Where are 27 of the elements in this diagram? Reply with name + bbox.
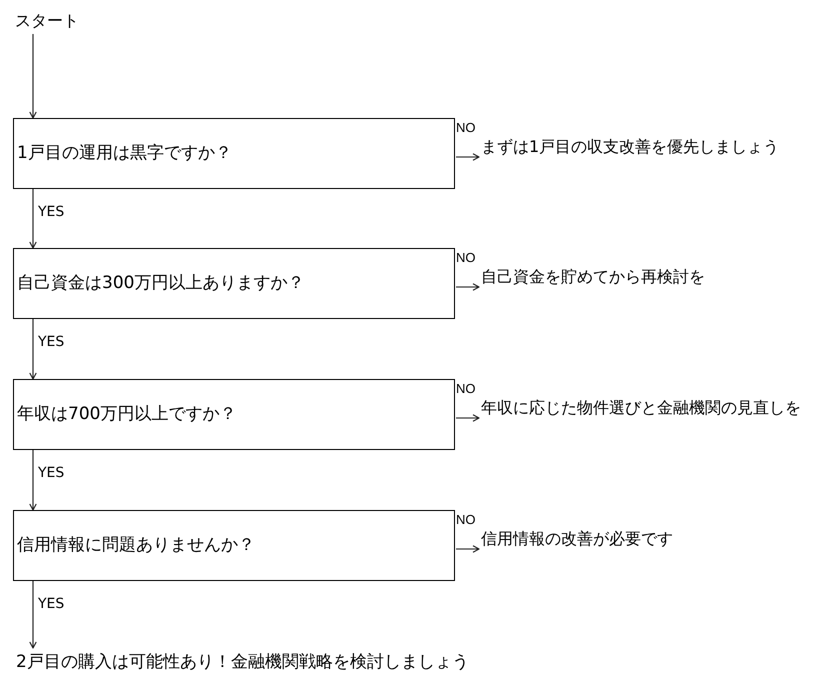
arrow — [29, 581, 37, 649]
arrow — [456, 545, 480, 553]
result-text: 信用情報の改善が必要です — [479, 522, 815, 556]
edge-label: YES — [38, 205, 64, 219]
arrow — [29, 34, 37, 119]
edge-label: NO — [456, 251, 476, 264]
edge-label: NO — [456, 382, 476, 395]
arrow — [29, 450, 37, 511]
question-box: 信用情報に問題ありませんか？ — [13, 510, 455, 581]
result-text: まずは1戸目の収支改善を優先しましょう — [479, 130, 815, 164]
result-text: 年収に応じた物件選びと金融機関の見直しを — [479, 391, 815, 425]
start-label: スタート — [13, 8, 123, 34]
edge-label: YES — [38, 335, 64, 349]
arrow — [456, 153, 480, 161]
arrow — [456, 283, 480, 291]
arrow — [456, 414, 480, 422]
conclusion-text: 2戸目の購入は可能性あり！金融機関戦略を検討しましょう — [13, 648, 573, 678]
edge-label: NO — [456, 513, 476, 526]
question-box: 1戸目の運用は黒字ですか？ — [13, 118, 455, 189]
edge-label: YES — [38, 466, 64, 480]
question-box: 年収は700万円以上ですか？ — [13, 379, 455, 450]
arrow — [29, 189, 37, 249]
question-box: 自己資金は300万円以上ありますか？ — [13, 248, 455, 319]
result-text: 自己資金を貯めてから再検討を — [479, 260, 815, 294]
edge-label: NO — [456, 121, 476, 134]
arrow — [29, 319, 37, 380]
edge-label: YES — [38, 597, 64, 611]
